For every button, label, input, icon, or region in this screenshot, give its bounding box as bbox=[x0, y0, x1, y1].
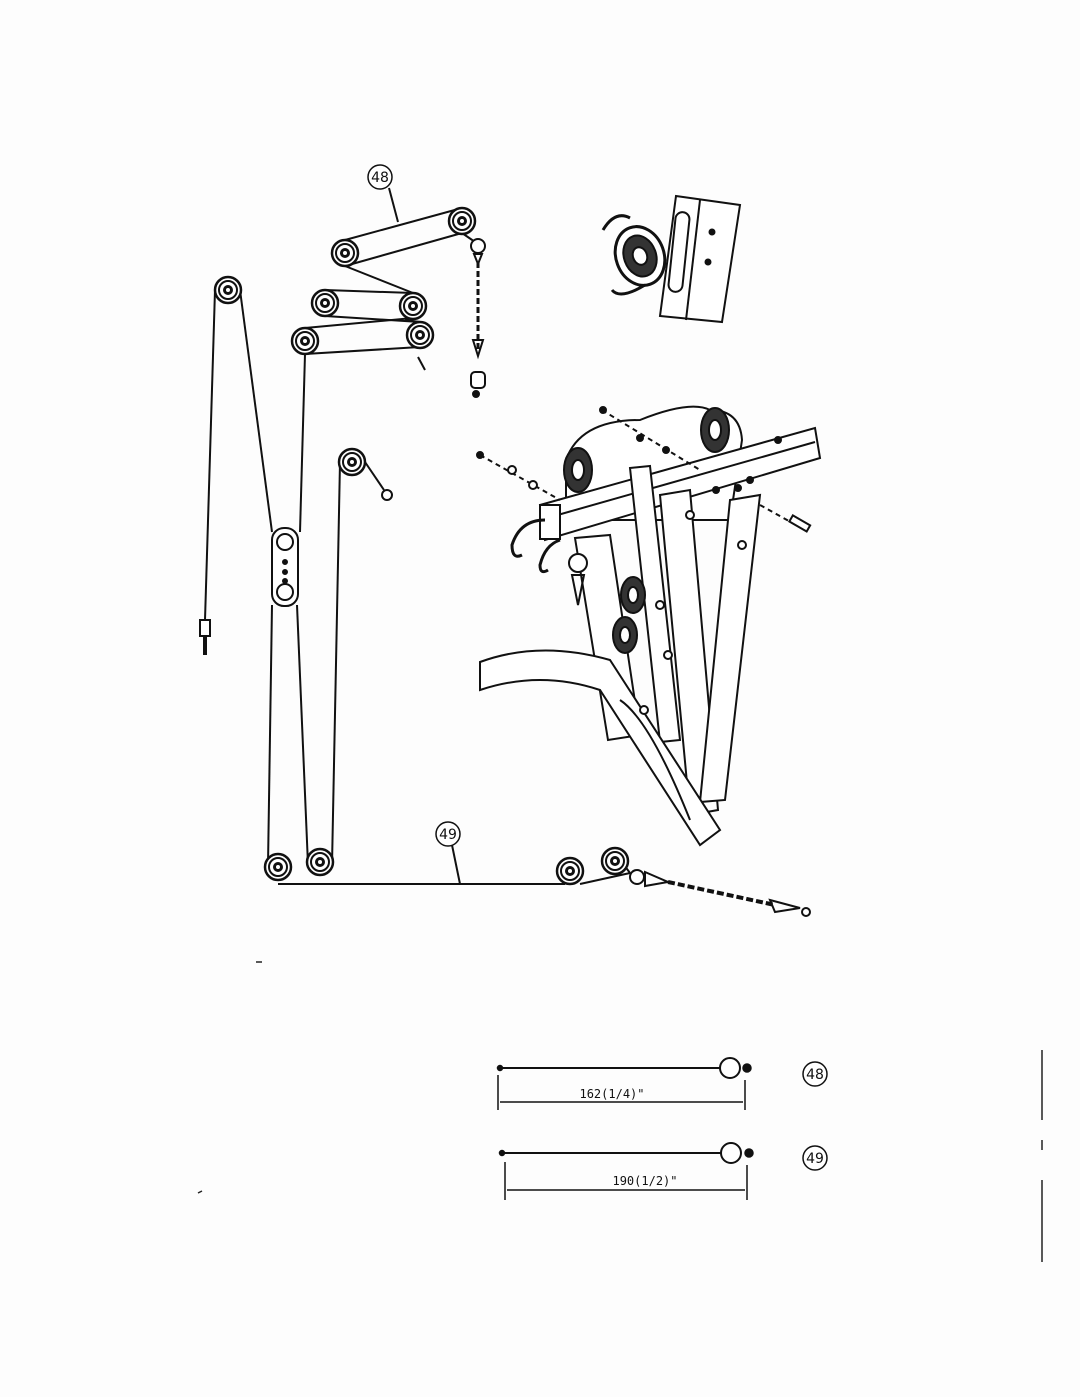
pulley-49-bottom-d bbox=[600, 846, 630, 876]
callout-48-spec-label: 48 bbox=[806, 1067, 824, 1083]
pulley-48-e bbox=[405, 320, 435, 350]
pulley-49-top-left bbox=[213, 275, 243, 305]
cable-48-routing bbox=[304, 187, 479, 371]
callout-49-label: 49 bbox=[439, 827, 457, 843]
pulley-48-c bbox=[310, 288, 340, 318]
cable-48-length: 162(1/4)" bbox=[579, 1087, 644, 1101]
pulley-channel-detail bbox=[601, 194, 742, 324]
pulley-49-mid bbox=[337, 447, 367, 477]
callout-49: 49 bbox=[435, 821, 461, 847]
callout-48-label: 48 bbox=[371, 170, 389, 186]
cable-spec-49 bbox=[498, 1142, 754, 1200]
machine-frame-detail bbox=[476, 405, 822, 847]
callout-48-spec: 48 bbox=[802, 1061, 828, 1087]
scan-edge-marks bbox=[197, 961, 1043, 1262]
cable-49-length: 190(1/2)" bbox=[612, 1174, 677, 1188]
pulley-49-bottom-c bbox=[555, 856, 585, 886]
pulley-49-bottom-a bbox=[263, 852, 293, 882]
pulley-48-a bbox=[447, 206, 477, 236]
callout-49-spec-label: 49 bbox=[806, 1151, 824, 1167]
callout-49-spec: 49 bbox=[802, 1145, 828, 1171]
cable-49-routing bbox=[204, 289, 631, 885]
cable-49-ball-chain bbox=[629, 869, 811, 917]
cable-48-ball-chain bbox=[470, 238, 486, 398]
pulley-49-bottom-b bbox=[305, 847, 335, 877]
pulley-48-b bbox=[330, 238, 360, 268]
callout-48: 48 bbox=[367, 164, 393, 190]
ball-stop bbox=[381, 489, 393, 501]
cable-spec-48 bbox=[496, 1057, 752, 1110]
pulley-48-f bbox=[290, 326, 320, 356]
cable-49-left-end bbox=[199, 619, 211, 655]
pulley-48-d bbox=[398, 291, 428, 321]
